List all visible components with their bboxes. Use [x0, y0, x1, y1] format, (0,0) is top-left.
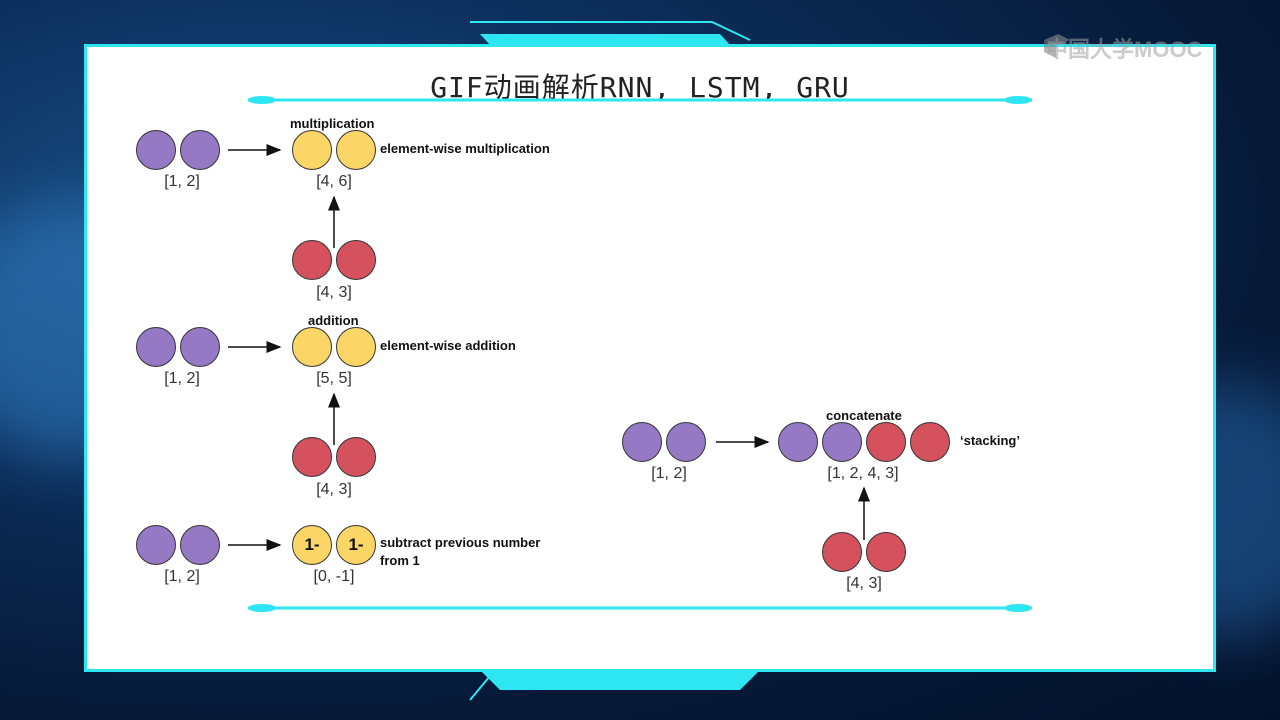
vector-label: [0, -1] — [313, 568, 355, 585]
watermark: 中国大学MOOC — [1046, 37, 1203, 62]
bottom-line-cap-left — [248, 604, 276, 612]
operation-description: element-wise addition — [380, 338, 516, 353]
vector-label: [4, 3] — [316, 481, 352, 498]
vector-element-yellow — [336, 327, 376, 367]
bottom-tab — [480, 670, 760, 690]
vector-label: [1, 2, 4, 3] — [827, 465, 899, 482]
vector-element-purple — [822, 422, 862, 462]
operation-description-line: from 1 — [380, 553, 420, 568]
operation-label: addition — [308, 313, 359, 328]
vector-element-yellow: 1- — [292, 525, 332, 565]
vector-element-red — [292, 437, 332, 477]
underline-cap-right — [1004, 96, 1032, 104]
mooc-logo-icon — [1044, 34, 1070, 58]
bottom-line-cap-right — [1004, 604, 1032, 612]
vector-label: [1, 2] — [164, 173, 200, 190]
vector-element-purple — [778, 422, 818, 462]
vector-element-purple — [180, 525, 220, 565]
operation-label: multiplication — [290, 116, 375, 131]
vector-element-red — [822, 532, 862, 572]
vector-label: [1, 2] — [164, 568, 200, 585]
vector-element-purple — [666, 422, 706, 462]
vector-element-red — [336, 240, 376, 280]
vector-label: [4, 6] — [316, 173, 352, 190]
vector-element-yellow — [292, 130, 332, 170]
vector-element-red — [336, 437, 376, 477]
vector-label: [4, 3] — [846, 575, 882, 592]
vector-label: [5, 5] — [316, 370, 352, 387]
vector-label: [1, 2] — [651, 465, 687, 482]
operation-description: subtract previous number from 1 — [380, 534, 540, 570]
vector-element-yellow — [336, 130, 376, 170]
vector-label: [4, 3] — [316, 284, 352, 301]
vector-element-purple — [622, 422, 662, 462]
vector-element-purple — [180, 130, 220, 170]
vector-label: [1, 2] — [164, 370, 200, 387]
operation-description-line: subtract previous number — [380, 535, 541, 550]
underline-cap-left — [248, 96, 276, 104]
operation-description: element-wise multiplication — [380, 141, 550, 156]
top-tab-outline — [470, 21, 751, 41]
operation-description: ‘stacking’ — [960, 433, 1020, 448]
vector-element-red — [866, 422, 906, 462]
vector-element-red — [866, 532, 906, 572]
vector-element-yellow: 1- — [336, 525, 376, 565]
vector-element-purple — [136, 130, 176, 170]
vector-element-red — [292, 240, 332, 280]
vector-element-purple — [136, 327, 176, 367]
vector-element-red — [910, 422, 950, 462]
operation-label: concatenate — [826, 408, 902, 423]
vector-element-purple — [180, 327, 220, 367]
vector-element-yellow — [292, 327, 332, 367]
vector-element-purple — [136, 525, 176, 565]
